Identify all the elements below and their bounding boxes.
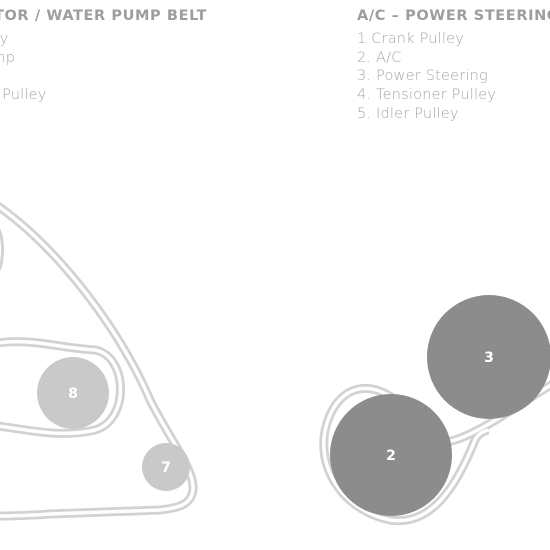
pulley-7-label: 7 [161,460,171,476]
right-legend-item: 5. Idler Pulley [357,105,459,122]
right-belt-inner [322,383,550,523]
pulley-3-label: 3 [484,350,494,366]
right-legend-item: 4. Tensioner Pulley [357,87,497,104]
right-section-title: A/C – POWER STEERING [357,8,550,24]
left-legend-item: lley [0,31,9,47]
pulley-7 [142,443,190,491]
left-legend-item: ump [0,49,16,66]
right-legend: 1 Crank Pulley 2. A/C 3. Power Steering … [357,30,496,124]
left-section-title: TOR / WATER PUMP BELT [0,8,208,24]
pulley-3 [427,295,550,419]
pulley-8 [37,357,109,429]
left-edge-pulley-belt [0,228,4,272]
right-belt-diagram: 2 3 [319,295,550,526]
pulley-8-belt-inner [0,339,123,436]
pulley-2 [330,394,452,516]
left-legend-item: er Pulley [0,87,47,104]
pulley-8-label: 8 [68,386,78,402]
left-legend: lley ump or er Pulley [0,30,47,105]
right-legend-item: 1 Crank Pulley [357,31,465,47]
right-legend-item: 3. Power Steering [357,68,488,85]
right-legend-item: 2. A/C [357,49,402,66]
pulley-2-label: 2 [386,448,396,464]
left-belt-diagram: 8 7 [0,201,198,521]
